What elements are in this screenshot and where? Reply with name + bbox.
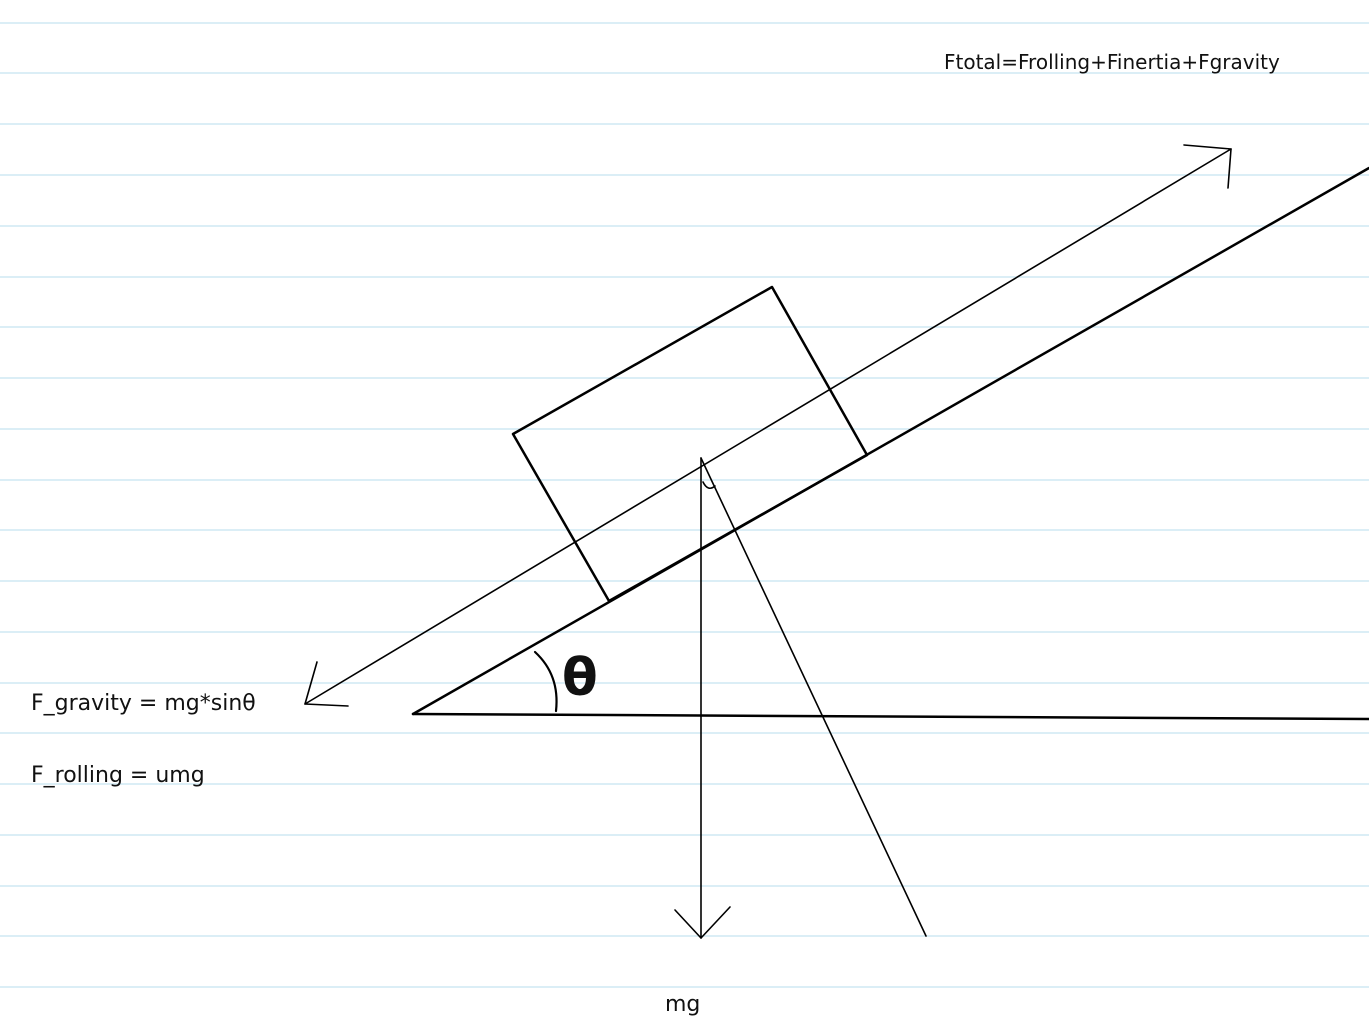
weight-label: mg (665, 992, 701, 1017)
incline-force-axis (304, 148, 1232, 705)
small-angle-arc (702, 481, 716, 490)
weight-arrowhead (674, 906, 731, 939)
rolling-force-equation: F_rolling = umg (31, 763, 205, 788)
ink-drawing (304, 144, 1369, 939)
upper-right-arrowhead (1183, 144, 1232, 189)
total-force-equation: Ftotal=Frolling+Finertia+Fgravity (944, 50, 1280, 74)
gravity-force-equation: F_gravity = mg*sinθ (31, 691, 256, 716)
angle-theta-label: θ (562, 648, 598, 708)
perpendicular-line (700, 457, 927, 937)
theta-angle-arc (533, 650, 558, 713)
block-rectangle (511, 285, 869, 603)
ground-line (411, 712, 1369, 721)
ruled-lines (0, 22, 1369, 988)
incline-surface-line (411, 166, 1369, 716)
lower-left-arrowhead (304, 661, 349, 707)
